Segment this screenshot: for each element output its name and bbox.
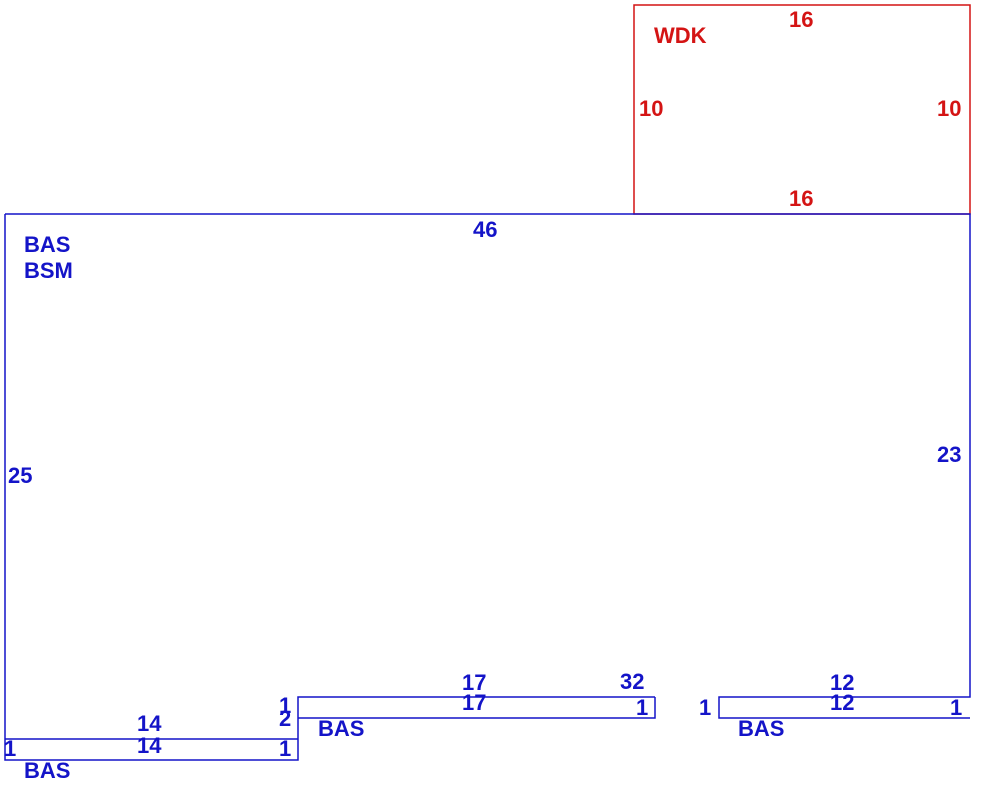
wdk-right-dimension: 10 [937,96,961,121]
bas-mid-top-dimension: 17 [462,670,486,695]
bas-right-bottom-dimension: 12 [830,690,854,715]
main-right-dimension: 23 [937,442,961,467]
main-label-bsm: BSM [24,258,73,283]
bas-left-bottom-dimension: 14 [137,733,162,758]
main-gap-dimension-1: 1 [699,695,711,720]
main-top-dimension: 46 [473,217,497,242]
wdk-top-dimension: 16 [789,7,813,32]
bas-mid-right-dimension: 1 [636,695,648,720]
bas-mid-label: BAS [318,716,364,741]
bas-right-right-dimension: 1 [950,695,962,720]
wdk-label: WDK [654,23,707,48]
wdk-bottom-dimension: 16 [789,186,813,211]
main-outline [4,213,971,761]
main-step-dimension-2: 2 [279,706,291,731]
bas-left-right-dimension: 1 [279,736,291,761]
bas-right-label: BAS [738,716,784,741]
main-left-dimension: 25 [8,463,32,488]
wdk-left-dimension: 10 [639,96,663,121]
main-segment-dimension-12: 12 [830,670,854,695]
main-segment-dimension-32: 32 [620,669,644,694]
main-step-dimension-1: 1 [279,693,291,718]
bas-left-top-dimension: 14 [137,711,162,736]
bas-left-left-dimension: 1 [4,736,16,761]
main-label-bas: BAS [24,232,70,257]
bas-left-label: BAS [24,758,70,783]
bas-mid-bottom-dimension: 17 [462,690,486,715]
